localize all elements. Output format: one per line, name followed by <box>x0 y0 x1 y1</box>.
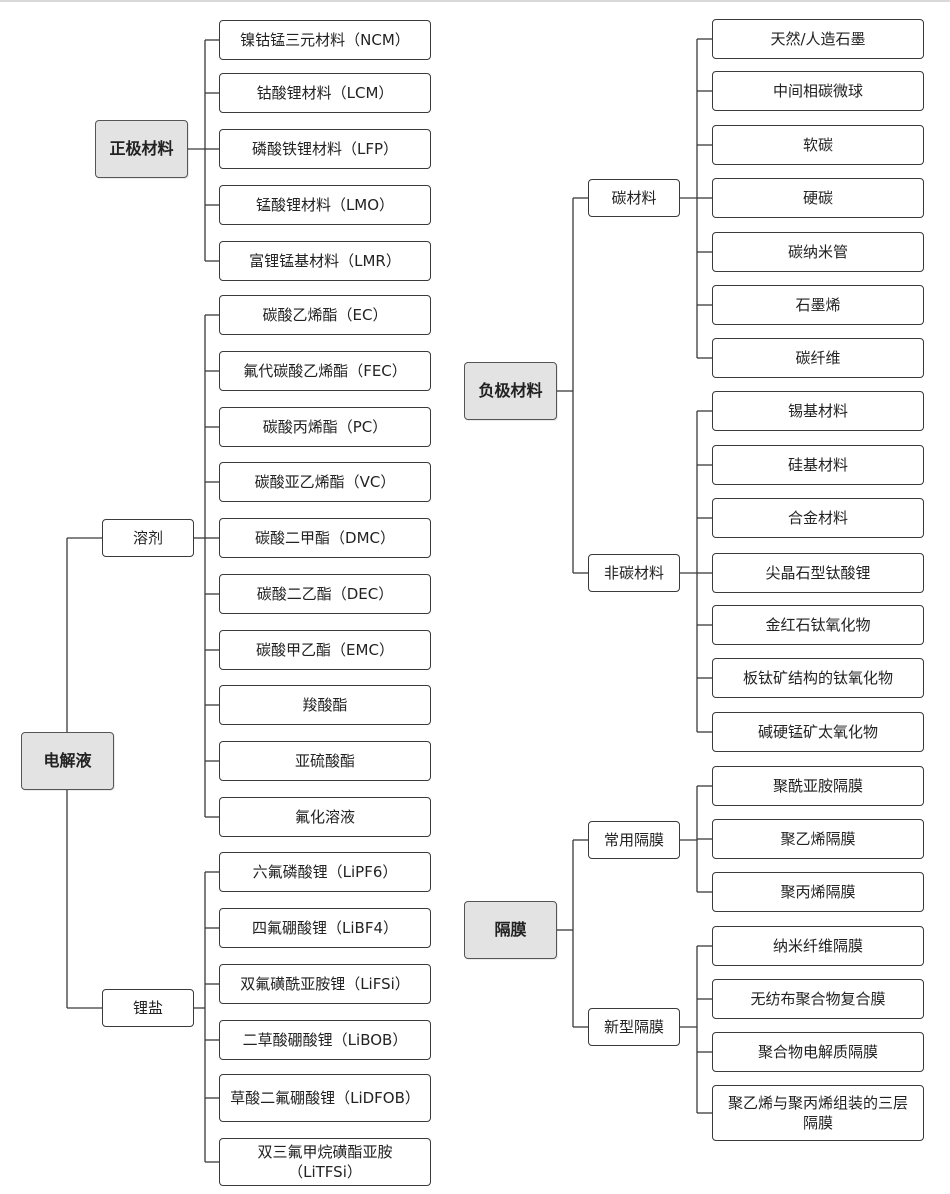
leaf-node: 草酸二氟硼酸锂（LiDFOB） <box>219 1074 431 1122</box>
top-border <box>0 0 950 2</box>
group-node: 锂盐 <box>102 989 194 1027</box>
leaf-node: 双氟磺酰亚胺锂（LiFSi） <box>219 964 431 1004</box>
leaf-node: 碳纤维 <box>712 338 924 378</box>
leaf-node: 石墨烯 <box>712 285 924 325</box>
leaf-node: 碳酸二甲酯（DMC） <box>219 518 431 558</box>
leaf-node: 无纺布聚合物复合膜 <box>712 979 924 1019</box>
leaf-node: 软碳 <box>712 125 924 165</box>
leaf-node: 合金材料 <box>712 498 924 538</box>
leaf-node: 锡基材料 <box>712 391 924 431</box>
leaf-node: 硅基材料 <box>712 445 924 485</box>
leaf-node: 中间相碳微球 <box>712 71 924 111</box>
root-node-separator: 隔膜 <box>464 901 557 959</box>
group-node: 新型隔膜 <box>588 1008 680 1046</box>
leaf-node: 金红石钛氧化物 <box>712 605 924 645</box>
root-node-electrolyte: 电解液 <box>21 732 114 790</box>
leaf-node: 四氟硼酸锂（LiBF4） <box>219 908 431 948</box>
leaf-node: 聚乙烯隔膜 <box>712 819 924 859</box>
leaf-node: 天然/人造石墨 <box>712 19 924 59</box>
leaf-node: 钴酸锂材料（LCM） <box>219 73 431 113</box>
leaf-node: 六氟磷酸锂（LiPF6） <box>219 852 431 892</box>
leaf-node: 锰酸锂材料（LMO） <box>219 185 431 225</box>
leaf-node: 亚硫酸酯 <box>219 741 431 781</box>
leaf-node: 羧酸酯 <box>219 685 431 725</box>
leaf-node: 氟代碳酸乙烯酯（FEC） <box>219 351 431 391</box>
leaf-node: 聚酰亚胺隔膜 <box>712 766 924 806</box>
leaf-node: 富锂锰基材料（LMR） <box>219 241 431 281</box>
leaf-node: 碳酸亚乙烯酯（VC） <box>219 462 431 502</box>
root-node-anode: 负极材料 <box>464 362 557 420</box>
leaf-node: 氟化溶液 <box>219 797 431 837</box>
leaf-node: 二草酸硼酸锂（LiBOB） <box>219 1020 431 1060</box>
group-node: 碳材料 <box>588 179 680 217</box>
leaf-node: 硬碳 <box>712 178 924 218</box>
leaf-node: 碳酸丙烯酯（PC） <box>219 407 431 447</box>
leaf-node: 碳酸甲乙酯（EMC） <box>219 630 431 670</box>
group-node: 溶剂 <box>102 519 194 557</box>
leaf-node: 尖晶石型钛酸锂 <box>712 553 924 593</box>
group-node: 常用隔膜 <box>588 821 680 859</box>
leaf-node: 板钛矿结构的钛氧化物 <box>712 658 924 698</box>
leaf-node: 镍钴锰三元材料（NCM） <box>219 20 431 60</box>
leaf-node: 聚合物电解质隔膜 <box>712 1032 924 1072</box>
root-node-cathode: 正极材料 <box>95 120 188 178</box>
leaf-node: 聚丙烯隔膜 <box>712 872 924 912</box>
leaf-node: 碳酸二乙酯（DEC） <box>219 574 431 614</box>
leaf-node: 纳米纤维隔膜 <box>712 926 924 966</box>
leaf-node: 聚乙烯与聚丙烯组装的三层隔膜 <box>712 1085 924 1141</box>
leaf-node: 磷酸铁锂材料（LFP） <box>219 129 431 169</box>
group-node: 非碳材料 <box>588 554 680 592</box>
leaf-node: 碱硬锰矿太氧化物 <box>712 712 924 752</box>
leaf-node: 双三氟甲烷磺酯亚胺（LiTFSi） <box>219 1138 431 1186</box>
leaf-node: 碳纳米管 <box>712 232 924 272</box>
leaf-node: 碳酸乙烯酯（EC） <box>219 295 431 335</box>
